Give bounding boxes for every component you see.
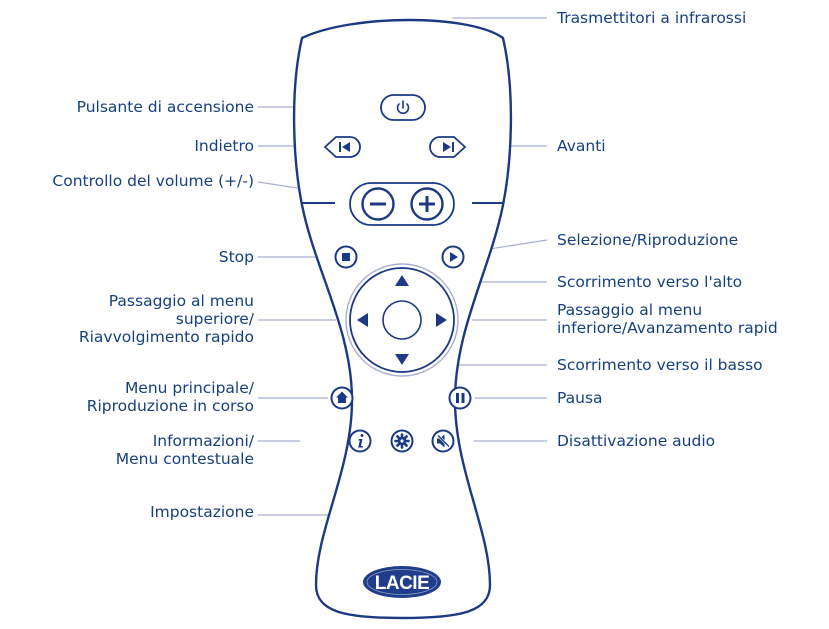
arrow-up-icon[interactable] <box>395 275 409 286</box>
label-forward: Avanti <box>557 137 606 155</box>
info-icon <box>358 434 364 448</box>
navigation-pad[interactable] <box>345 263 459 377</box>
label-main-menu: Menu principale/ Riproduzione in corso <box>87 379 254 415</box>
label-upper-menu-line-2: superiore/ <box>175 310 254 328</box>
mute-icon <box>437 434 450 448</box>
skip-back-icon <box>339 142 350 152</box>
label-upper-menu-line-3: Riavvolgimento rapido <box>78 328 254 346</box>
label-lower-menu-line-2: inferiore/Avanzamento rapid <box>557 319 778 337</box>
label-back: Indietro <box>194 137 254 155</box>
label-pause: Pausa <box>557 389 603 407</box>
label-scroll-up: Scorrimento verso l'alto <box>557 273 743 291</box>
label-volume: Controllo del volume (+/-) <box>52 172 254 190</box>
play-icon <box>450 252 458 262</box>
label-settings: Impostazione <box>150 503 254 521</box>
arrow-down-icon[interactable] <box>395 354 409 365</box>
volume-rocker[interactable] <box>349 182 455 226</box>
gear-icon <box>394 433 410 449</box>
arrow-left-icon[interactable] <box>357 313 368 327</box>
label-info-line-2: Menu contestuale <box>115 450 254 468</box>
stop-icon <box>342 253 350 261</box>
label-lower-menu-line-1: Passaggio al menu <box>557 301 703 319</box>
label-main-menu-line-1: Menu principale/ <box>124 379 254 397</box>
plus-icon <box>419 196 435 212</box>
home-icon <box>336 391 348 403</box>
label-lower-menu: Passaggio al menu inferiore/Avanzamento … <box>557 301 778 337</box>
label-scroll-down: Scorrimento verso il basso <box>557 356 763 374</box>
skip-forward-icon <box>443 142 454 152</box>
svg-text:LACIE: LACIE <box>375 573 430 594</box>
label-power: Pulsante di accensione <box>76 98 254 116</box>
label-info: Informazioni/ Menu contestuale <box>116 432 254 468</box>
settings-button[interactable] <box>390 429 414 453</box>
minus-icon <box>370 202 386 206</box>
home-button[interactable] <box>330 386 354 410</box>
lacie-logo: LACIE <box>363 566 441 598</box>
label-infrared: Trasmettitori a infrarossi <box>557 9 747 27</box>
label-stop: Stop <box>218 248 254 266</box>
info-button[interactable] <box>348 429 372 453</box>
volume-down-button[interactable] <box>361 187 395 221</box>
pause-icon <box>456 393 465 403</box>
label-upper-menu: Passaggio al menu superiore/ Riavvolgime… <box>79 292 254 346</box>
label-upper-menu-line-1: Passaggio al menu <box>108 292 254 310</box>
select-play-button[interactable] <box>441 245 465 269</box>
label-mute: Disattivazione audio <box>557 432 716 450</box>
label-info-line-1: Informazioni/ <box>152 432 254 450</box>
back-button[interactable] <box>323 136 361 158</box>
power-button[interactable] <box>380 94 426 121</box>
forward-button[interactable] <box>429 136 467 158</box>
mute-button[interactable] <box>431 429 455 453</box>
stop-button[interactable] <box>334 245 358 269</box>
arrow-right-icon[interactable] <box>436 313 447 327</box>
ok-button[interactable] <box>382 300 422 340</box>
pause-button[interactable] <box>448 386 472 410</box>
volume-up-button[interactable] <box>410 187 444 221</box>
label-main-menu-line-2: Riproduzione in corso <box>86 397 254 415</box>
label-select-play: Selezione/Riproduzione <box>557 231 739 249</box>
power-icon <box>396 100 410 115</box>
